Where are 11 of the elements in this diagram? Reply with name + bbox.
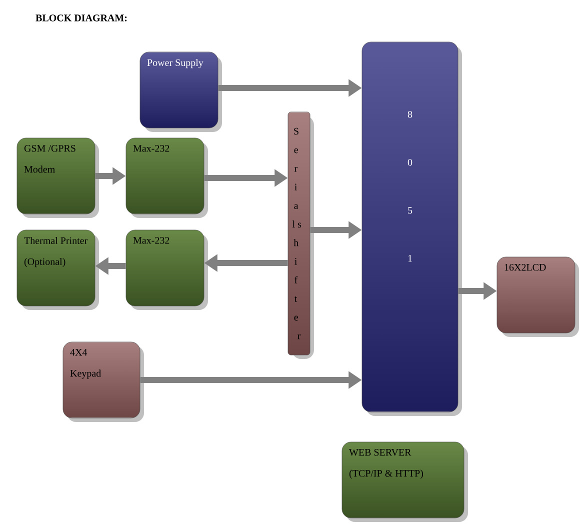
process-box: 16X2LCD [496, 256, 576, 334]
process-box: Max-232 [126, 230, 204, 306]
heading: BLOCK DIAGRAM: [36, 14, 127, 22]
process-box: 4X4 Keypad [62, 342, 140, 418]
process-box: WEB SERVER (TCP/IP & HTTP) [342, 442, 464, 518]
process-box: Power Supply [140, 52, 218, 128]
process-box: GSM /GPRS Modem [16, 138, 96, 214]
process-box: Max-232 [126, 138, 204, 214]
vertical-bar-box: Serial shifter [288, 112, 310, 356]
microcontroller-box: 8051 [362, 42, 458, 412]
process-box: Thermal Printer (Optional) [16, 230, 96, 306]
